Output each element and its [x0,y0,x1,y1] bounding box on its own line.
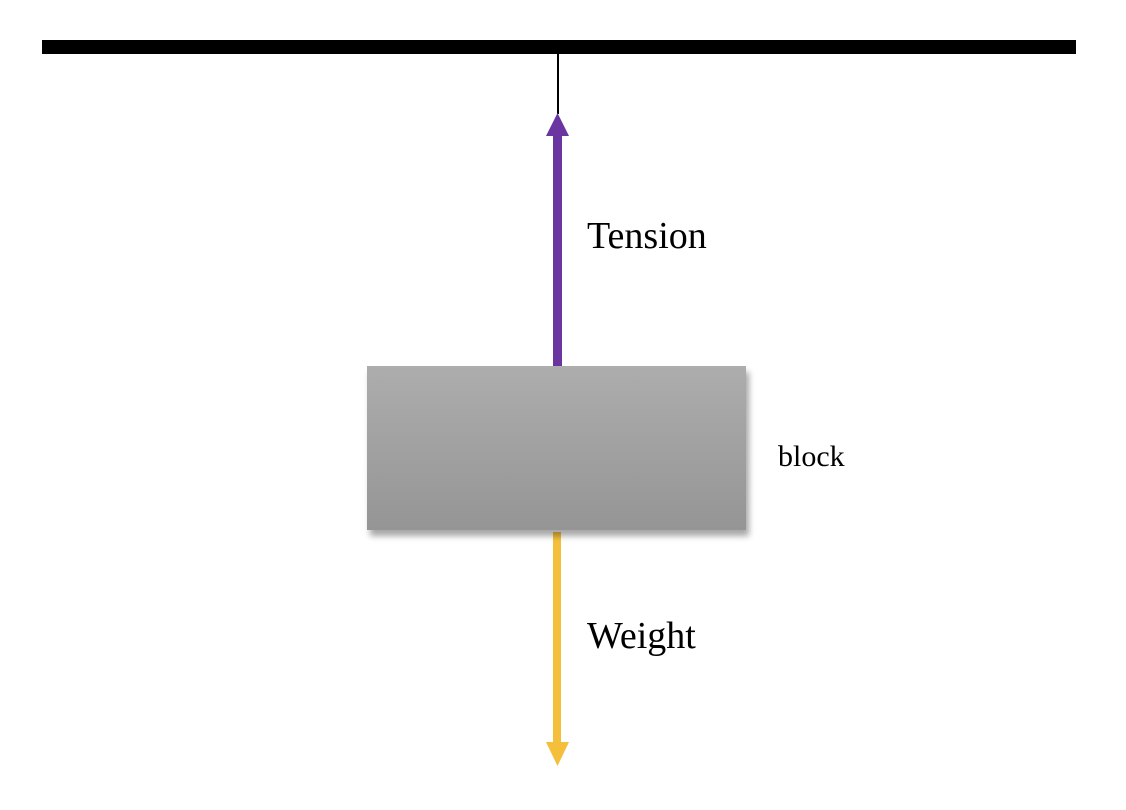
ceiling-bar [42,40,1076,54]
block [367,366,746,530]
weight-label: Weight [587,615,696,657]
rope [557,54,559,114]
tension-arrow [546,113,569,367]
block-label: block [778,440,845,473]
weight-arrow [546,532,569,766]
tension-label: Tension [587,215,707,257]
